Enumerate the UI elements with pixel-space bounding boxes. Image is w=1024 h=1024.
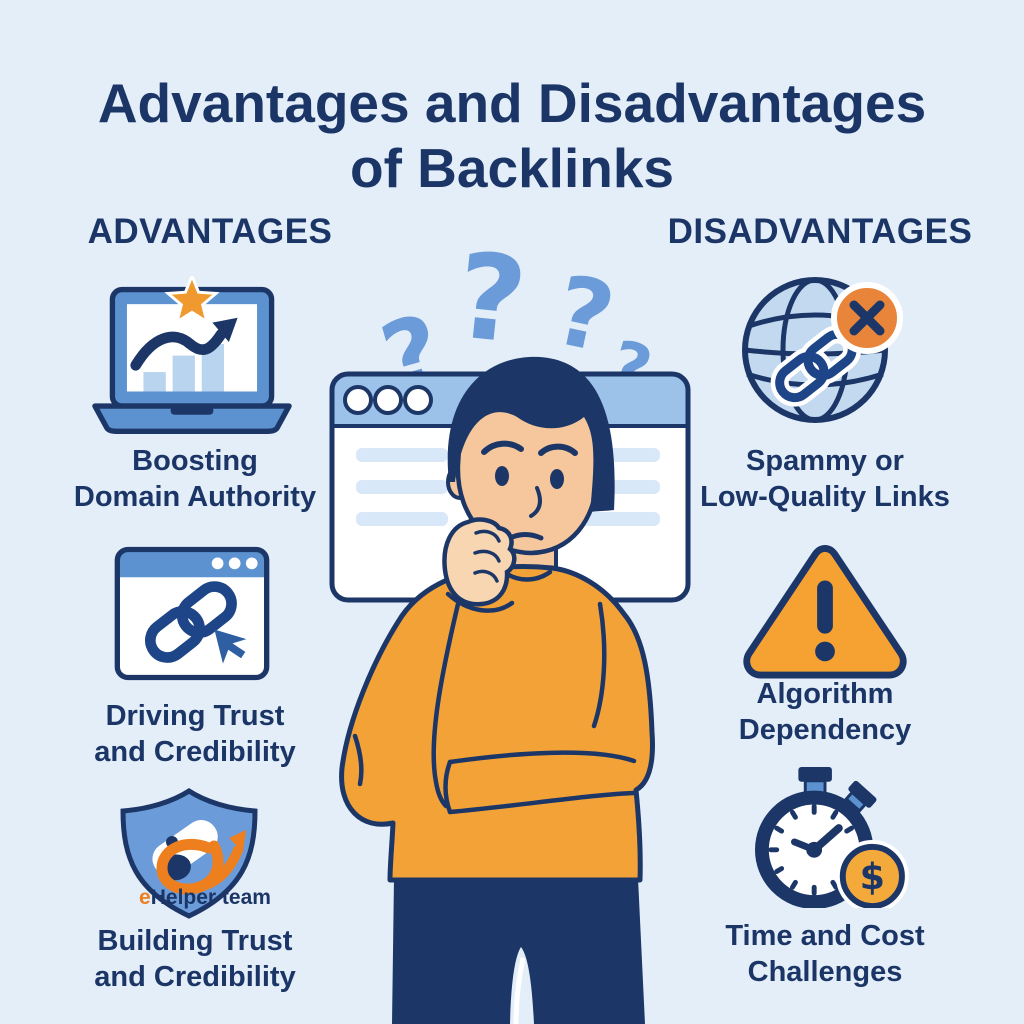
star-icon — [164, 276, 220, 325]
browser-dot-icon — [343, 385, 373, 415]
browser-text-lines — [356, 448, 660, 526]
stopwatch-dollar-icon: $ — [737, 765, 915, 908]
x-icon — [849, 300, 885, 336]
disadvantage-label-3: Time and Cost Challenges — [725, 920, 925, 988]
page-title-line1: Advantages and Disadvantages — [97, 71, 927, 134]
advantage-label-1: Boosting Domain Authority — [73, 445, 317, 513]
cursor-icon — [214, 629, 247, 664]
person-hair — [447, 356, 615, 512]
browser-dot-icon — [403, 385, 433, 415]
disadvantage-label-1: Spammy or Low-Quality Links — [700, 445, 950, 513]
disadvantage-label-2: Algorithm Dependency — [738, 678, 912, 746]
advantage-label-3: Building Trust and Credibility — [94, 925, 296, 993]
page-title: Advantages and Disadvantages of Backlink… — [0, 71, 1024, 201]
svg-text:?: ? — [546, 254, 624, 375]
chain-link-icon — [144, 581, 237, 663]
page-title-line2: of Backlinks — [349, 136, 674, 199]
question-marks-icon: ? ? ? ? — [370, 226, 660, 416]
advantages-header: ADVANTAGES — [87, 212, 333, 251]
person-hand — [442, 517, 517, 613]
browser-dot-icon — [373, 385, 403, 415]
ehelper-logo-icon — [156, 830, 246, 895]
laptop-growth-chart-star-icon — [82, 276, 302, 441]
exclamation-icon — [817, 580, 833, 634]
svg-text:?: ? — [450, 226, 533, 370]
dollar-coin-icon — [839, 843, 905, 908]
thinking-person — [339, 356, 655, 1024]
chart-bars-icon — [143, 343, 225, 392]
svg-text:$: $ — [860, 855, 885, 898]
shield-logo-icon — [114, 786, 264, 921]
growth-arrow-icon — [130, 328, 227, 371]
disadvantages-header: DISADVANTAGES — [667, 212, 973, 251]
thinking-person-illustration: ? ? ? ? — [298, 220, 728, 1024]
globe-link-error-icon — [733, 270, 908, 430]
warning-triangle-icon — [741, 543, 909, 681]
person-pants — [392, 878, 645, 1024]
browser-chain-link-cursor-icon — [112, 544, 272, 683]
advantage-label-2: Driving Trust and Credibility — [94, 700, 296, 768]
watermark-ehelper-team: eHelper team — [139, 886, 271, 909]
